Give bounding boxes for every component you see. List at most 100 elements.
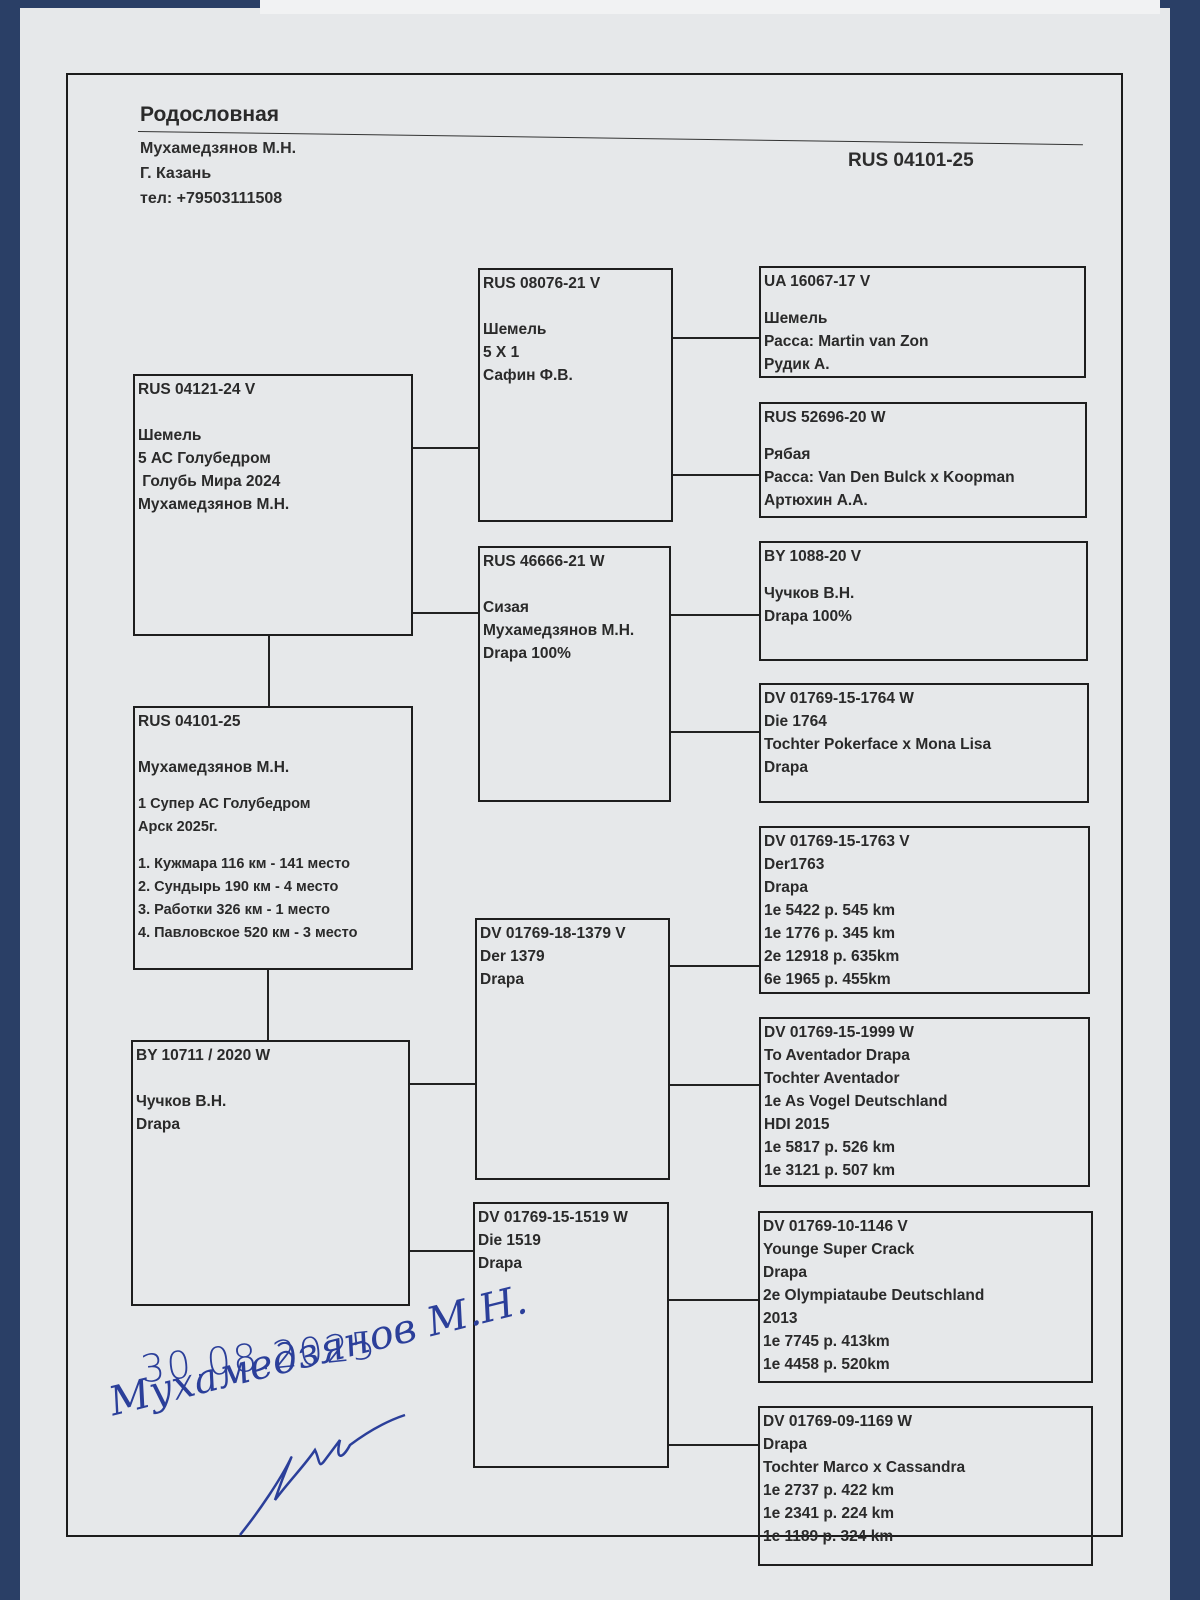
grandparent-box: RUS 46666-21 W Сизая Мухамедзянов М.Н. D… [478, 546, 671, 802]
subject-box: RUS 04101-25 Мухамедзянов М.Н. 1 Супер А… [133, 706, 413, 970]
bird-info: Tochter Pokerface x Mona Lisa [764, 736, 992, 753]
bird-info: 1e 7745 p. 413km [763, 1333, 890, 1350]
bird-info: 1e 5817 p. 526 km [764, 1139, 895, 1156]
ring-number: RUS 46666-21 W [483, 553, 605, 570]
bird-info: Сафин Ф.В. [483, 367, 573, 384]
great-grandparent-box: DV 01769-15-1764 W Die 1764 Tochter Poke… [759, 683, 1089, 803]
bird-info: 1e 1189 p. 324 km [763, 1528, 894, 1545]
ring-number: DV 01769-15-1999 W [764, 1024, 914, 1041]
sire-line: 5 АС Голубедром [138, 450, 271, 467]
bird-info: 1e 4458 p. 520km [763, 1356, 890, 1373]
ring-number: BY 1088-20 V [764, 548, 862, 565]
bird-info: Сизая [483, 599, 529, 616]
subject-result: 3. Работки 326 км - 1 место [138, 902, 331, 918]
bird-info: Younge Super Crack [763, 1241, 915, 1258]
sire-line: Мухамедзянов М.Н. [138, 496, 290, 513]
dam-ring: BY 10711 / 2020 W [136, 1047, 271, 1064]
grandparent-box: DV 01769-18-1379 V Der 1379 Drapa [475, 918, 670, 1180]
header-ring: RUS 04101-25 [848, 150, 974, 171]
bird-info: Tochter Marco x Cassandra [763, 1459, 966, 1476]
sire-line: Шемель [138, 427, 202, 444]
bird-info: Die 1764 [764, 713, 827, 730]
bird-info: Der1763 [764, 856, 825, 873]
bird-info: 2e Olympiataube Deutschland [763, 1287, 985, 1304]
bird-info: Der 1379 [480, 948, 545, 965]
pedigree-sheet [20, 8, 1170, 1600]
connector [413, 447, 478, 449]
bird-info: Drapa [764, 879, 808, 896]
bird-info: Шемель [483, 321, 547, 338]
great-grandparent-box: BY 1088-20 V Чучков В.Н. Drapa 100% [759, 541, 1088, 661]
ring-number: DV 01769-15-1763 V [764, 833, 910, 850]
subject-ring: RUS 04101-25 [138, 713, 241, 730]
bird-info: Drapa [763, 1436, 807, 1453]
connector [670, 1084, 759, 1086]
ring-number: UA 16067-17 V [764, 273, 871, 290]
bird-info: Рябая [764, 446, 811, 463]
owner-city: Г. Казань [140, 165, 212, 182]
bird-info: Расса: Van Den Bulck x Koopman [764, 469, 1015, 486]
connector [671, 614, 759, 616]
subject-result: 2. Сундырь 190 км - 4 место [138, 879, 339, 895]
document-title: Родословная [140, 103, 280, 126]
great-grandparent-box: DV 01769-09-1169 W Drapa Tochter Marco x… [758, 1406, 1093, 1566]
connector [671, 731, 759, 733]
subject-owner: Мухамедзянов М.Н. [138, 759, 290, 776]
bird-info: Рудик А. [764, 356, 830, 373]
owner-phone: тел: +79503111508 [140, 190, 283, 207]
connector [267, 968, 269, 1040]
grandparent-box: DV 01769-15-1519 W Die 1519 Drapa [473, 1202, 669, 1468]
connector [413, 612, 478, 614]
subject-award: 1 Супер АС Голубедром [138, 796, 311, 812]
great-grandparent-box: DV 01769-15-1999 W To Aventador Drapa To… [759, 1017, 1090, 1187]
bird-info: Tochter Aventador [764, 1070, 900, 1087]
subject-result: 1. Кужмара 116 км - 141 место [138, 856, 350, 872]
ring-number: RUS 08076-21 V [483, 275, 601, 292]
bird-info: HDI 2015 [764, 1116, 830, 1133]
connector [669, 1299, 758, 1301]
bird-info: Drapa [764, 759, 808, 776]
connector [673, 337, 759, 339]
bird-info: 1e 5422 p. 545 km [764, 902, 895, 919]
sire-line: Голубь Мира 2024 [138, 473, 281, 490]
dam-box: BY 10711 / 2020 W Чучков В.Н. Drapa [131, 1040, 410, 1306]
bird-info: 1e 3121 p. 507 km [764, 1162, 895, 1179]
bird-info: Drapa 100% [764, 608, 852, 625]
bird-info: To Aventador Drapa [764, 1047, 910, 1064]
bird-info: Шемель [764, 310, 828, 327]
bird-info: Drapa 100% [483, 645, 571, 662]
connector [670, 965, 759, 967]
great-grandparent-box: DV 01769-10-1146 V Younge Super Crack Dr… [758, 1211, 1093, 1383]
connector [410, 1083, 475, 1085]
dam-line: Drapa [136, 1116, 180, 1133]
bird-info: Расса: Martin van Zon [764, 333, 929, 350]
ring-number: DV 01769-15-1519 W [478, 1209, 628, 1226]
bird-info: Die 1519 [478, 1232, 541, 1249]
bird-info: Чучков В.Н. [764, 585, 855, 602]
subject-result: 4. Павловское 520 км - 3 место [138, 925, 358, 941]
bird-info: 6e 1965 p. 455km [764, 971, 891, 988]
bird-info: 2013 [763, 1310, 798, 1327]
subject-award: Арск 2025г. [138, 819, 218, 835]
bird-info: 5 Х 1 [483, 344, 520, 361]
signature-scribble [239, 1413, 406, 1536]
document-frame [66, 73, 1123, 1537]
ring-number: DV 01769-10-1146 V [763, 1218, 908, 1235]
bird-info: Drapa [763, 1264, 807, 1281]
bird-info: Артюхин А.А. [764, 492, 868, 509]
bird-info: 1e 1776 p. 345 km [764, 925, 895, 942]
great-grandparent-box: DV 01769-15-1763 V Der1763 Drapa 1e 5422… [759, 826, 1090, 994]
ring-number: DV 01769-15-1764 W [764, 690, 914, 707]
bird-info: Мухамедзянов М.Н. [483, 622, 635, 639]
bird-info: 1e 2341 p. 224 km [763, 1505, 894, 1522]
owner-name: Мухамедзянов М.Н. [140, 140, 297, 157]
sire-box: RUS 04121-24 V Шемель 5 АС Голубедром Го… [133, 374, 413, 636]
bird-info: 1e 2737 p. 422 km [763, 1482, 894, 1499]
paper-edge [260, 0, 1160, 14]
connector [410, 1250, 473, 1252]
bird-info: Drapa [478, 1255, 522, 1272]
sire-ring: RUS 04121-24 V [138, 381, 256, 398]
dam-line: Чучков В.Н. [136, 1093, 227, 1110]
great-grandparent-box: RUS 52696-20 W Рябая Расса: Van Den Bulc… [759, 402, 1087, 518]
ring-number: DV 01769-18-1379 V [480, 925, 626, 942]
